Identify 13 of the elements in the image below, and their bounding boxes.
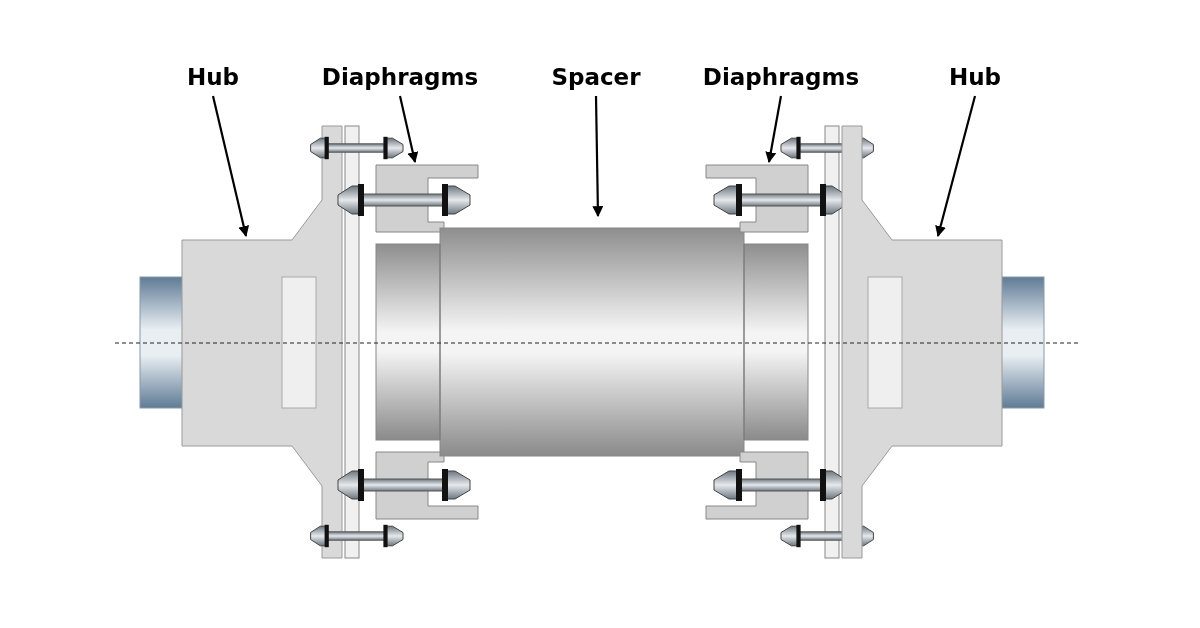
part-label: Hub <box>948 66 1002 89</box>
leader-arrow <box>398 95 419 164</box>
part-label: Diaphragms <box>321 66 479 89</box>
hub-drawing <box>841 125 1003 559</box>
part-label: Hub <box>186 66 240 89</box>
spacer-drawing <box>375 227 809 457</box>
part-label: Spacer <box>551 66 641 89</box>
leader-arrow <box>765 95 783 164</box>
leader-arrow <box>592 96 604 218</box>
hub-drawing <box>181 125 343 559</box>
leader-arrow <box>935 95 977 238</box>
part-label: Diaphragms <box>702 66 860 89</box>
leader-arrow <box>211 95 250 238</box>
